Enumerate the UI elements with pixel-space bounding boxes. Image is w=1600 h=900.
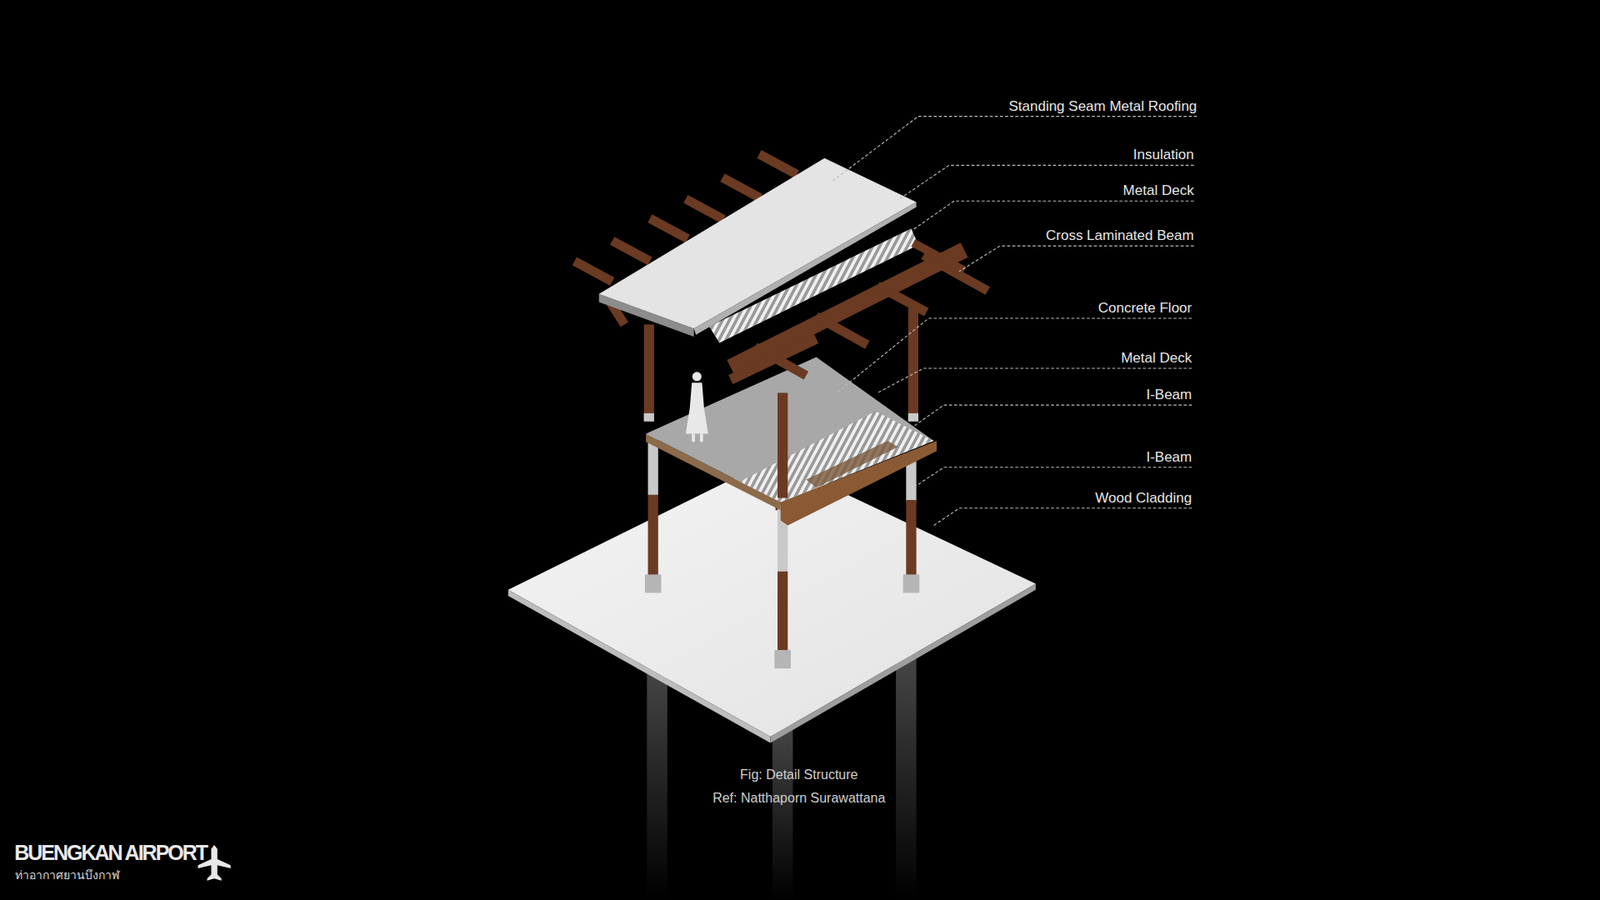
cross-laminated-beams: [730, 242, 989, 380]
part-label: Concrete Floor: [1098, 300, 1192, 315]
leader-lines: [831, 116, 1197, 526]
figure-caption: Fig: Detail Structure: [740, 768, 858, 782]
part-label: Wood Cladding: [1095, 490, 1192, 505]
insulation: [694, 201, 917, 335]
base-slab-edge: [508, 590, 771, 744]
base-slab-edge: [770, 583, 1035, 743]
i-beam: [805, 440, 898, 488]
part-label: Metal Deck: [1120, 350, 1192, 365]
part-label: Insulation: [1133, 147, 1195, 162]
pile: [646, 653, 667, 900]
pile: [895, 642, 916, 900]
person-figure: [685, 371, 709, 442]
pile: [772, 714, 793, 900]
part-label: I-Beam: [1145, 450, 1192, 465]
reference-note: Ref: Natthaporn Surawattana: [712, 791, 885, 805]
part-label: Standing Seam Metal Roofing: [1008, 99, 1197, 114]
concrete-floor: [645, 357, 934, 503]
subtitle: ท่าอากาศยานบึงกาฬ: [15, 869, 120, 881]
title: BUENGKAN AIRPORT: [14, 842, 207, 864]
part-label: I-Beam: [1145, 387, 1192, 402]
part-label: Metal Deck: [1123, 183, 1195, 198]
part-label: Cross Laminated Beam: [1045, 228, 1195, 243]
metal-deck: [740, 410, 935, 502]
